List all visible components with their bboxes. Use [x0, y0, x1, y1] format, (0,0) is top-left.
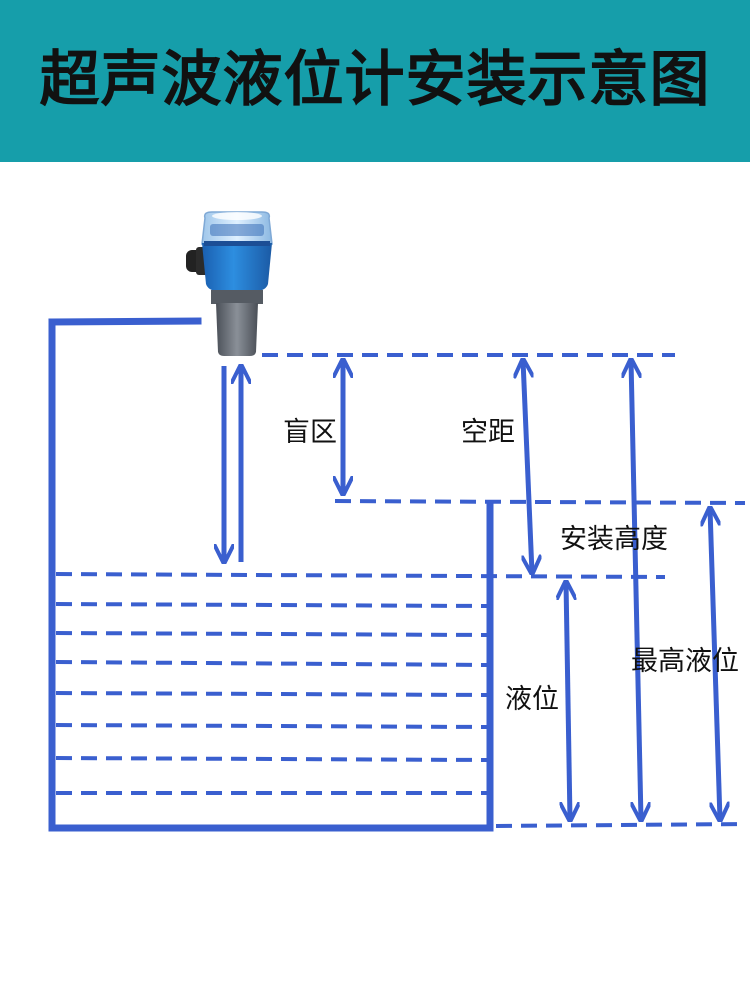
liquid-level-label: 液位	[505, 684, 559, 715]
install-height-label: 安装高度	[560, 524, 668, 555]
blind-zone-label: 盲区	[283, 417, 337, 448]
ultrasonic-sensor-icon	[186, 211, 273, 356]
liquid-level-arrow	[566, 582, 570, 820]
tank-top-rim	[48, 317, 202, 326]
max-level-label: 最高液位	[631, 646, 739, 677]
liquid-line	[55, 660, 488, 667]
arrows	[224, 360, 720, 820]
blind-zone-line	[334, 499, 746, 505]
max-level-arrow	[710, 508, 720, 820]
install-height-arrow	[631, 360, 641, 820]
tank-wall-left	[48, 318, 494, 832]
empty-distance-arrow	[523, 360, 532, 573]
tank-bottom-line	[495, 822, 746, 828]
empty-distance-label: 空距	[461, 417, 515, 448]
liquid-line	[55, 723, 488, 729]
title-banner	[0, 0, 750, 162]
liquid-line	[55, 631, 488, 637]
liquid-line	[55, 756, 488, 762]
liquid-surface-line	[55, 572, 666, 579]
liquid-line	[55, 602, 488, 608]
liquid-lines	[55, 602, 488, 795]
tank	[48, 317, 494, 832]
page-title: 超声波液位计安装示意图	[39, 45, 711, 115]
liquid-line	[55, 691, 488, 697]
